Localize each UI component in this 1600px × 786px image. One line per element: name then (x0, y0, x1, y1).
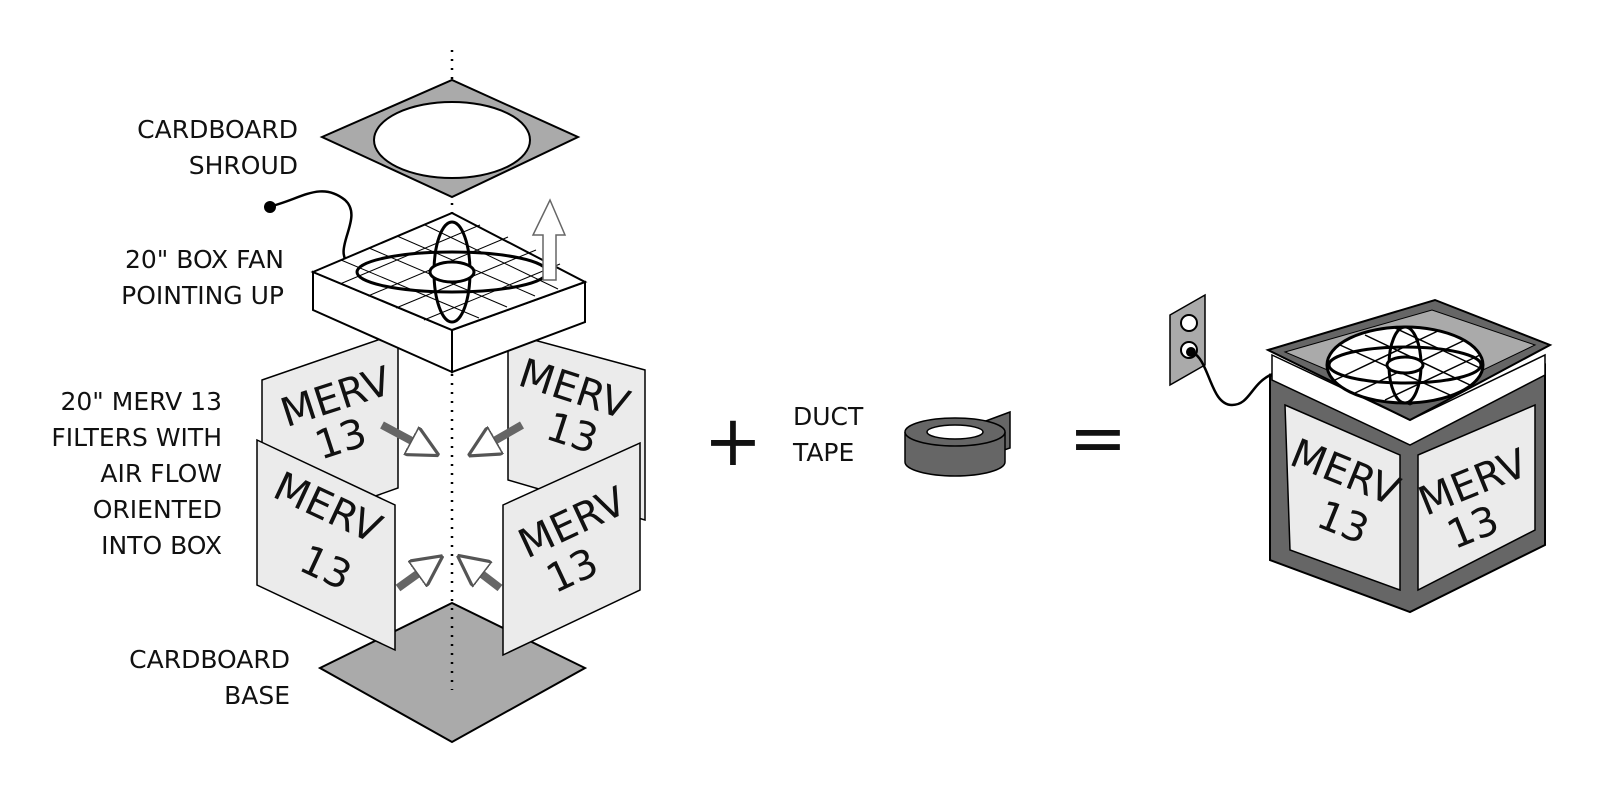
airflow-arrows (380, 421, 524, 592)
box-fan (264, 190, 588, 374)
svg-text:ORIENTED: ORIENTED (93, 495, 222, 524)
svg-text:CARDBOARD: CARDBOARD (129, 645, 290, 674)
svg-text:POINTING UP: POINTING UP (121, 281, 284, 310)
svg-text:20" BOX FAN: 20" BOX FAN (125, 245, 284, 274)
wall-outlet-icon (1169, 293, 1206, 387)
label-merv-filters: 20" MERV 13 FILTERS WITH AIR FLOW ORIENT… (51, 387, 222, 560)
svg-text:DUCT: DUCT (793, 402, 864, 431)
svg-text:FILTERS WITH: FILTERS WITH (51, 423, 222, 452)
svg-text:BASE: BASE (224, 681, 290, 710)
assembled-air-purifier: MERV 13 MERV 13 (1265, 298, 1553, 614)
svg-text:20" MERV 13: 20" MERV 13 (61, 387, 223, 416)
svg-text:CARDBOARD: CARDBOARD (137, 115, 298, 144)
label-duct-tape: DUCT TAPE (792, 402, 864, 467)
plus-sign: + (704, 400, 763, 482)
cardboard-shroud (319, 78, 581, 199)
svg-text:AIR FLOW: AIR FLOW (100, 459, 222, 488)
label-cardboard-shroud: CARDBOARD SHROUD (137, 115, 298, 180)
plug-icon (264, 201, 276, 213)
svg-text:INTO BOX: INTO BOX (101, 531, 222, 560)
assembled-power-cord (1191, 350, 1296, 407)
filter-front-right: MERV 13 (502, 441, 641, 657)
power-cord (267, 190, 353, 266)
svg-text:TAPE: TAPE (792, 438, 854, 467)
duct-tape-roll-icon (904, 410, 1011, 477)
label-cardboard-base: CARDBOARD BASE (129, 645, 290, 710)
equals-sign: = (1069, 397, 1128, 479)
airflow-up-arrow-icon (531, 198, 567, 281)
label-box-fan: 20" BOX FAN POINTING UP (121, 245, 284, 310)
svg-text:SHROUD: SHROUD (189, 151, 298, 180)
